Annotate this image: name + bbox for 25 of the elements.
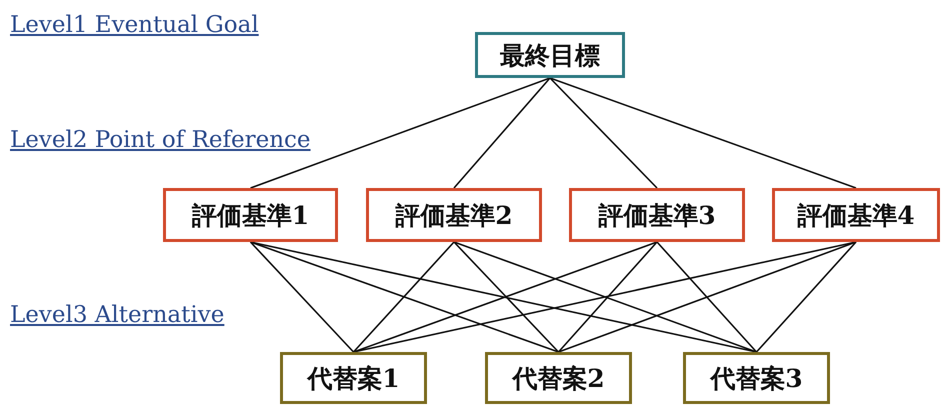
level-label: Level3 Alternative — [8, 302, 226, 328]
connector-line — [352, 241, 455, 353]
alternative-box: 代替案1 — [280, 352, 427, 404]
goal-box: 最終目標 — [475, 32, 625, 78]
connector-line — [250, 241, 354, 353]
connector-line — [550, 77, 856, 189]
connector-line — [453, 77, 551, 189]
connector-line — [558, 241, 658, 353]
connector-line — [250, 77, 550, 189]
connector-line — [453, 241, 560, 353]
criterion-box: 評価基準1 — [163, 188, 338, 242]
alternative-box: 代替案2 — [485, 352, 632, 404]
alternative-box: 代替案3 — [683, 352, 830, 404]
connector-line — [250, 241, 559, 353]
criterion-box: 評価基準3 — [569, 188, 745, 242]
connector-line — [656, 241, 758, 353]
level-label: Level1 Eventual Goal — [8, 12, 261, 38]
connector-line — [353, 241, 658, 353]
connector-line — [549, 77, 658, 189]
criterion-box: 評価基準2 — [366, 188, 542, 242]
level-label: Level2 Point of Reference — [8, 127, 313, 153]
connector-line — [558, 241, 856, 353]
connector-line — [454, 241, 757, 353]
criterion-box: 評価基準4 — [772, 188, 940, 242]
connector-line — [756, 241, 857, 353]
